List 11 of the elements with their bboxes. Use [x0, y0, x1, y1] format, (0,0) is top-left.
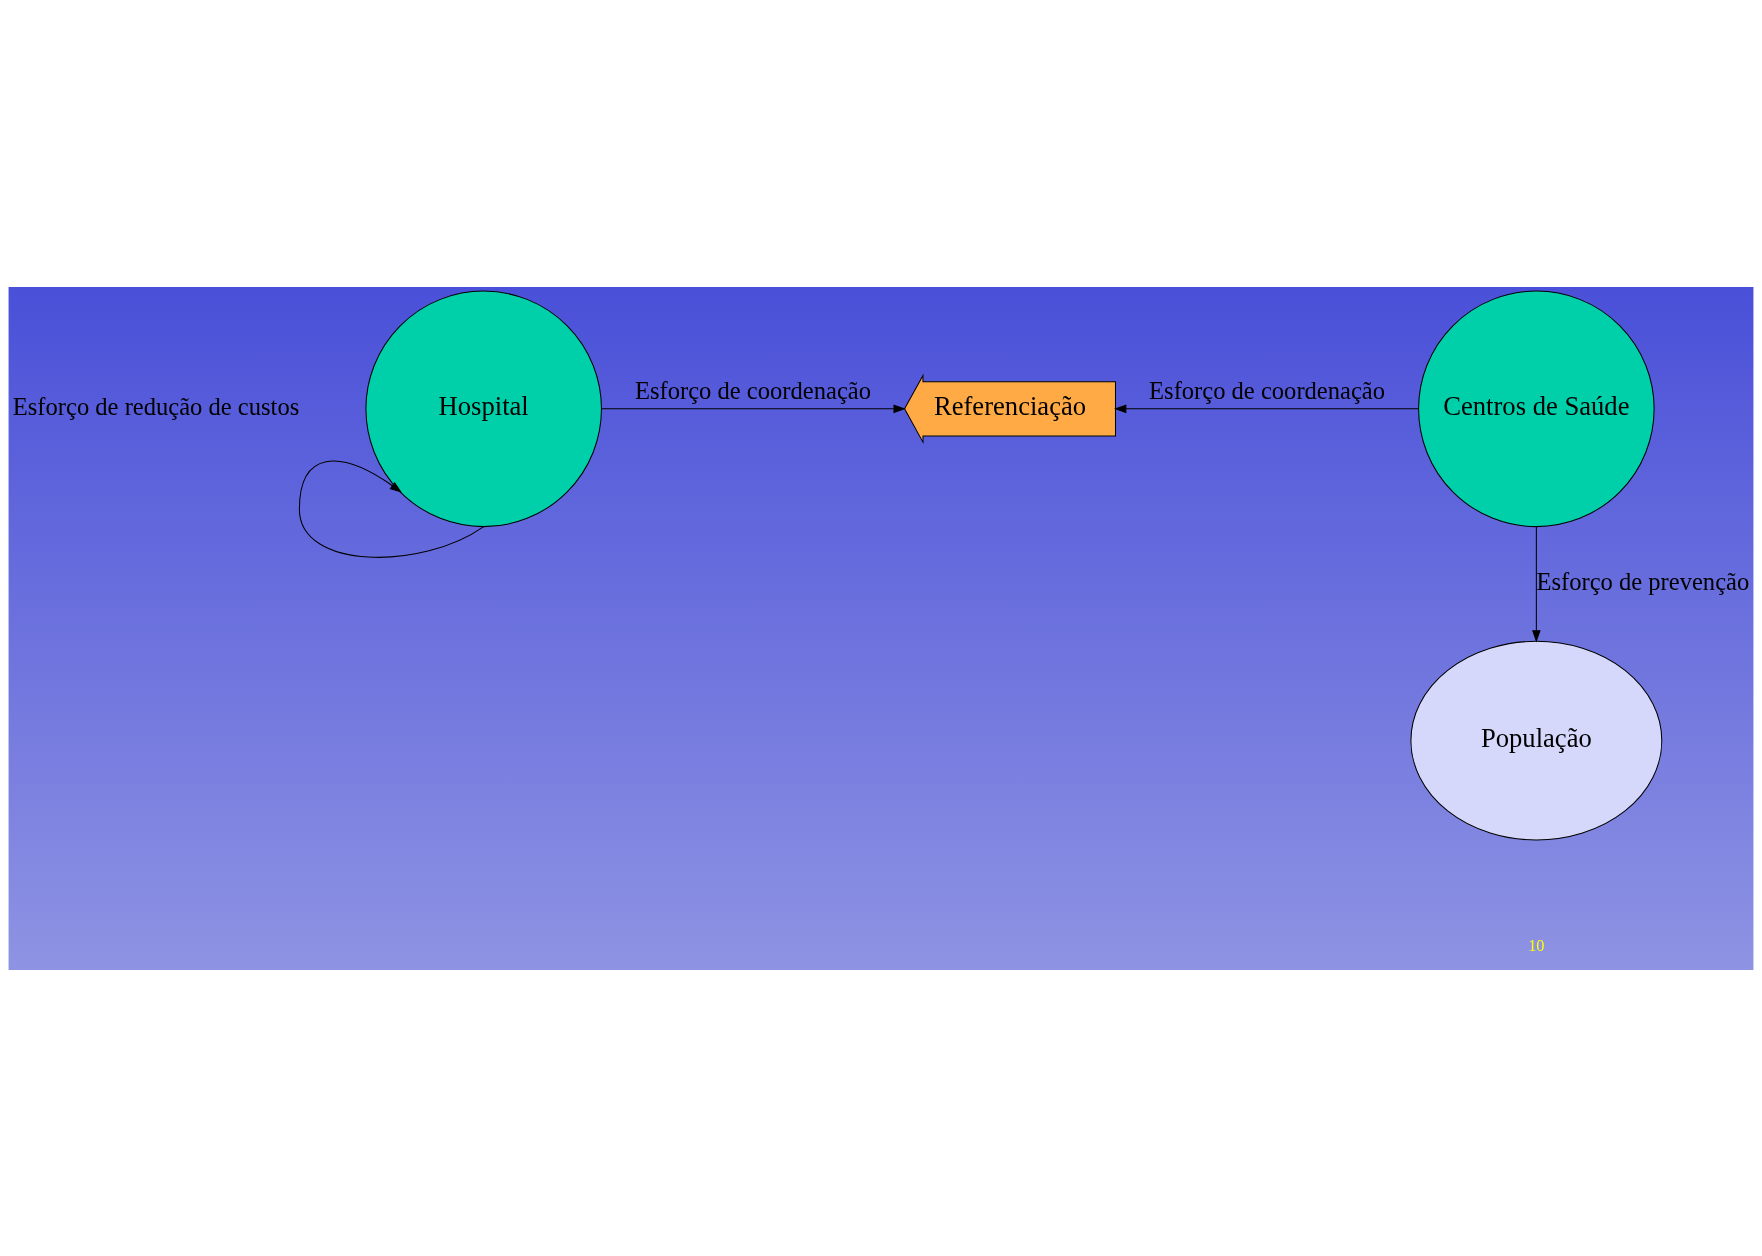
edge-label: Esforço de redução de custos [12, 392, 300, 420]
arrow [600, 404, 906, 413]
node-circle: Hospital [365, 290, 602, 527]
edge-label: Esforço de coordenação [635, 376, 871, 404]
label: 10 [1528, 935, 1545, 955]
edge-label: Esforço de coordenação [1149, 376, 1386, 404]
arrow [1114, 404, 1420, 413]
edge-label: Esforço de prevenção [1536, 567, 1750, 595]
node-ellipse: População [1410, 640, 1663, 840]
node-circle: Centros de Saúde [1418, 290, 1655, 527]
arrow [1532, 526, 1541, 643]
